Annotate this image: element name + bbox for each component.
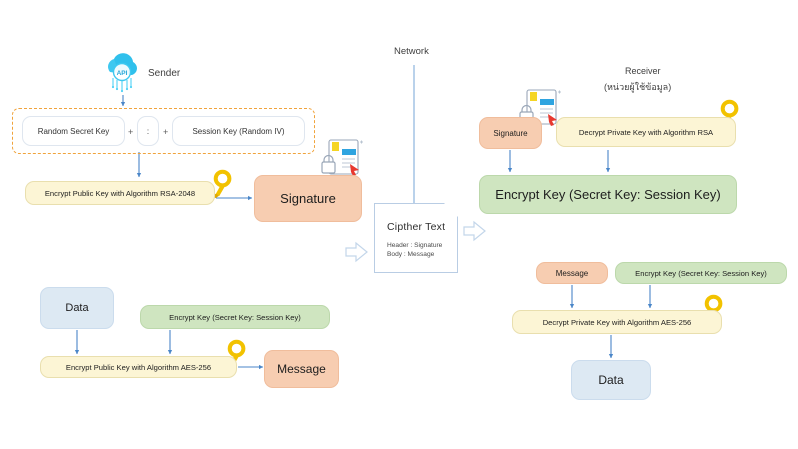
- session-key-box[interactable]: Session Key (Random IV): [172, 116, 305, 146]
- receiver-sublabel: (หน่วยผู้ใช้ข้อมูล): [604, 82, 672, 92]
- flow-arrow-right: [463, 220, 486, 242]
- svg-text:API: API: [117, 70, 128, 77]
- receiver-label: Receiver: [625, 66, 661, 76]
- cipher-text-title: Cipther Text: [387, 221, 446, 233]
- signature-box-sender[interactable]: Signature: [254, 175, 362, 222]
- random-secret-key-box[interactable]: Random Secret Key: [22, 116, 125, 146]
- data-box-sender[interactable]: Data: [40, 287, 114, 329]
- signature-box-receiver[interactable]: Signature: [479, 117, 542, 149]
- plus-sign-1: +: [128, 127, 134, 137]
- encrypt-public-key-aes-box[interactable]: Encrypt Public Key with Algorithm AES-25…: [40, 356, 237, 378]
- flow-arrow-left: [345, 241, 368, 263]
- sender-label: Sender: [148, 68, 181, 79]
- encrypt-key-session-box-sender[interactable]: Encrypt Key (Secret Key: Session Key): [140, 305, 330, 329]
- decrypt-private-key-aes-box[interactable]: Decrypt Private Key with Algorithm AES-2…: [512, 310, 722, 334]
- message-box-receiver[interactable]: Message: [536, 262, 608, 284]
- cipher-header-line: Header : Signature: [387, 242, 443, 249]
- encrypt-public-key-rsa-box[interactable]: Encrypt Public Key with Algorithm RSA-20…: [25, 181, 215, 205]
- cipher-text-card[interactable]: Cipther Text Header : Signature Body : M…: [374, 203, 458, 273]
- encrypt-key-session-box-receiver-top[interactable]: Encrypt Key (Secret Key: Session Key): [479, 175, 737, 214]
- plus-sign-2: +: [163, 127, 169, 137]
- api-cloud-icon: API: [108, 53, 137, 93]
- key-icon-sender-rsa: [212, 169, 232, 199]
- secure-document-icon-sender: [321, 139, 363, 176]
- key-material-group: [12, 108, 315, 154]
- message-box-sender[interactable]: Message: [264, 350, 339, 388]
- data-box-receiver[interactable]: Data: [571, 360, 651, 400]
- decrypt-private-key-rsa-box[interactable]: Decrypt Private Key with Algorithm RSA: [556, 117, 736, 147]
- cipher-body-line: Body : Message: [387, 251, 435, 258]
- network-label: Network: [394, 46, 429, 57]
- separator-box[interactable]: :: [137, 116, 159, 146]
- cipher-text-details: Header : Signature Body : Message: [387, 241, 442, 259]
- encrypt-key-session-box-receiver-bottom[interactable]: Encrypt Key (Secret Key: Session Key): [615, 262, 787, 284]
